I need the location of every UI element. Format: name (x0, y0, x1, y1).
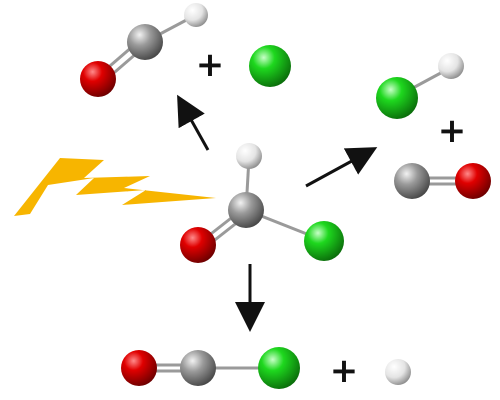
carbon-atom (180, 350, 216, 386)
oxygen-atom (80, 61, 116, 97)
center-molecule (180, 143, 344, 263)
lightning-icon (14, 158, 216, 216)
carbon-atom (127, 24, 163, 60)
chlorine-atom (258, 347, 300, 389)
plus-sign: + (330, 351, 359, 391)
oxygen-atom (180, 227, 216, 263)
hydrogen-atom (236, 143, 262, 169)
chlorine-atom (376, 77, 418, 119)
product-carbon-monoxide (394, 163, 491, 199)
oxygen-atom (121, 350, 157, 386)
chlorine-atom (304, 221, 344, 261)
product-formyl-radical (80, 3, 208, 97)
product-chlorocarbonyl-radical (121, 347, 300, 389)
chlorine-atom (249, 45, 291, 87)
carbon-atom (228, 192, 264, 228)
hydrogen-atom (184, 3, 208, 27)
reaction-arrow-icon (177, 94, 210, 151)
oxygen-atom (455, 163, 491, 199)
plus-sign: + (196, 45, 225, 85)
reaction-arrow-icon (305, 147, 378, 188)
carbon-atom (394, 163, 430, 199)
plus-sign: + (438, 111, 467, 151)
hydrogen-atom (438, 53, 464, 79)
product-hydrogen-chloride (376, 53, 464, 119)
hydrogen-atom (385, 359, 411, 385)
